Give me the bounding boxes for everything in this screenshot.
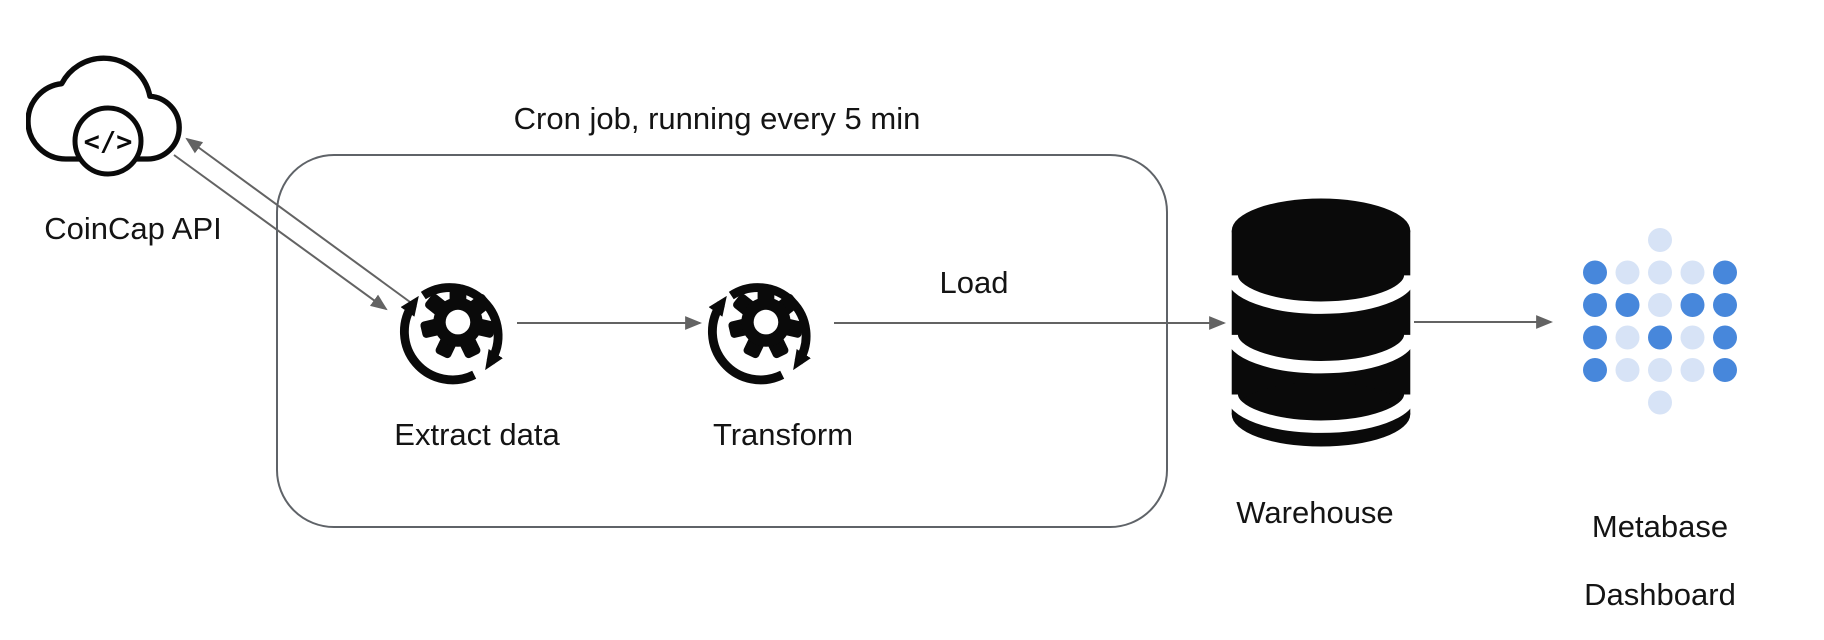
gear-sync-icon-transform (700, 266, 826, 392)
metabase-dot-dark (1583, 293, 1607, 317)
code-circle (72, 105, 144, 177)
metabase-dot-light (1648, 260, 1672, 285)
gear-sync-icon-extract (392, 266, 518, 392)
node-label-metabase-line1: Metabase (1591, 509, 1729, 544)
metabase-dot-light (1615, 260, 1640, 285)
metabase-dot-light (1615, 325, 1640, 350)
metabase-dot-light (1648, 358, 1672, 382)
metabase-dots-icon (1583, 228, 1737, 415)
metabase-dot-dark (1615, 293, 1640, 317)
code-glyph: </> (84, 127, 133, 158)
metabase-dot-grid (1583, 228, 1737, 415)
node-label-metabase-line2: Dashboard (1584, 577, 1736, 612)
metabase-dot-light (1648, 390, 1672, 415)
metabase-dot-dark (1680, 293, 1705, 317)
cron-job-group-box (276, 154, 1168, 528)
metabase-dot-light (1615, 358, 1640, 382)
node-label-metabase: Metabase Dashboard (1535, 476, 1785, 640)
metabase-dot-dark (1583, 260, 1607, 285)
cron-job-label: Cron job, running every 5 min (513, 101, 921, 136)
node-label-transform: Transform (712, 417, 854, 452)
node-label-warehouse: Warehouse (1236, 495, 1394, 530)
cloud-code-icon: </> (26, 55, 182, 177)
metabase-dot-dark (1583, 325, 1607, 350)
database-icon (1228, 198, 1414, 447)
metabase-dot-dark (1583, 358, 1607, 382)
metabase-dot-light (1680, 358, 1705, 382)
metabase-dot-light (1680, 260, 1705, 285)
metabase-dot-light (1648, 293, 1672, 317)
metabase-dot-dark (1713, 325, 1737, 350)
metabase-dot-dark (1713, 293, 1737, 317)
metabase-dot-light (1680, 325, 1705, 350)
node-label-extract: Extract data (394, 417, 560, 452)
node-label-coincap: CoinCap API (44, 211, 222, 246)
metabase-dot-dark (1713, 358, 1737, 382)
metabase-dot-light (1648, 228, 1672, 252)
metabase-dot-dark (1713, 260, 1737, 285)
edge-label-load: Load (939, 265, 1009, 300)
metabase-dot-dark (1648, 325, 1672, 350)
